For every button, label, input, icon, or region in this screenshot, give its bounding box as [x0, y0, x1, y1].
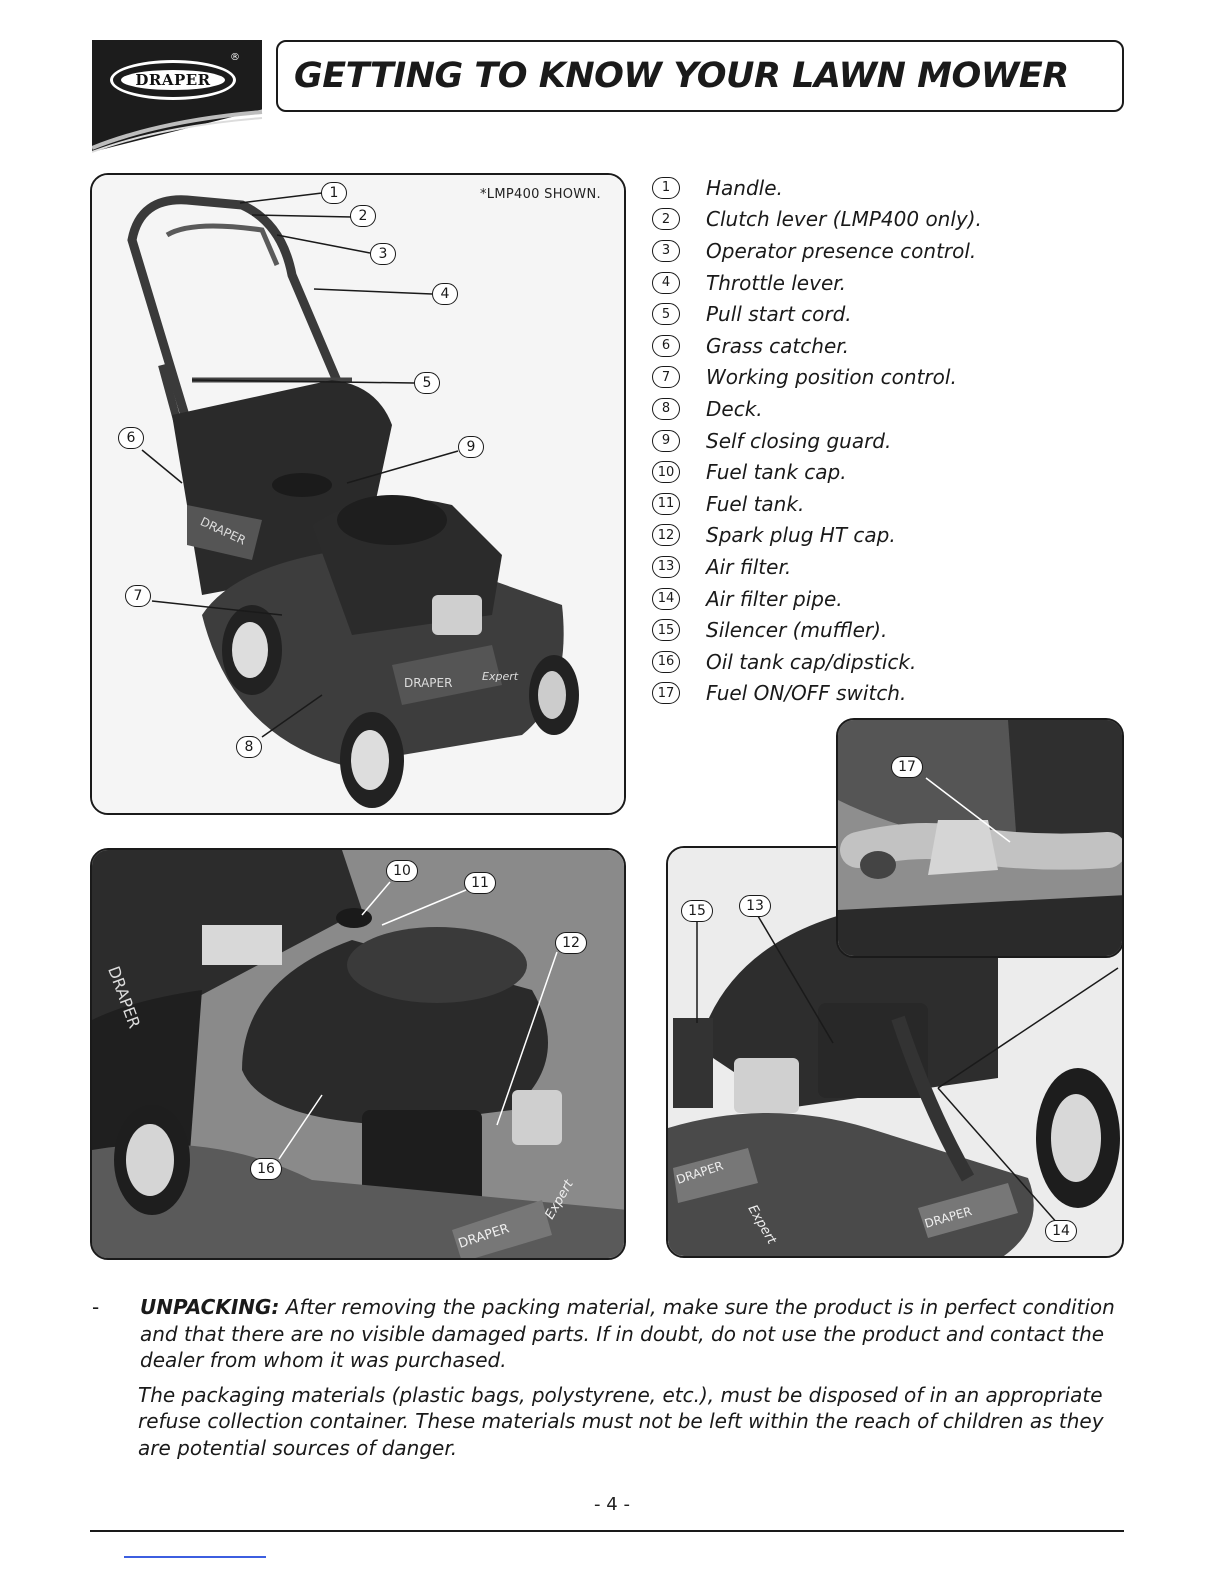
page-number: - 4 -	[594, 1494, 630, 1515]
logo-oval: DRAPER	[110, 60, 236, 100]
part-number: 12	[652, 524, 680, 547]
list-item: 14 Air filter pipe.	[652, 583, 1132, 615]
callout-1: 1	[321, 182, 347, 204]
page-title: GETTING TO KNOW YOUR LAWN MOWER	[294, 56, 1069, 96]
part-number: 7	[652, 366, 680, 389]
part-number: 6	[652, 334, 680, 357]
part-number: 11	[652, 492, 680, 515]
part-number: 4	[652, 271, 680, 294]
callout-10: 10	[386, 860, 418, 882]
list-item: 3 Operator presence control.	[652, 235, 1132, 267]
part-label: Operator presence control.	[706, 238, 977, 263]
callout-9: 9	[458, 436, 484, 458]
part-label: Silencer (muffler).	[706, 618, 888, 643]
unpacking-section: - UNPACKING: After removing the packing …	[92, 1294, 1122, 1461]
part-number: 5	[652, 303, 680, 326]
part-number: 2	[652, 208, 680, 231]
part-number: 8	[652, 397, 680, 420]
engine-photo: DRAPER DRAPER Expert 10 11 12 16	[90, 848, 626, 1260]
title-box: GETTING TO KNOW YOUR LAWN MOWER	[276, 40, 1124, 112]
part-label: Fuel tank cap.	[706, 460, 847, 485]
part-label: Pull start cord.	[706, 302, 852, 327]
unpacking-heading: UNPACKING:	[140, 1295, 280, 1319]
callout-6: 6	[118, 427, 144, 449]
engine-illustration: DRAPER DRAPER Expert	[92, 850, 624, 1258]
part-label: Air filter.	[706, 554, 792, 579]
list-item: 11 Fuel tank.	[652, 488, 1132, 520]
callout-15: 15	[681, 900, 713, 922]
callout-12: 12	[555, 932, 587, 954]
list-item: 15 Silencer (muffler).	[652, 614, 1132, 646]
list-item: 1 Handle.	[652, 172, 1132, 204]
list-item: 2 Clutch lever (LMP400 only).	[652, 204, 1132, 236]
part-number: 17	[652, 682, 680, 705]
callout-2: 2	[350, 205, 376, 227]
callout-4: 4	[432, 283, 458, 305]
part-label: Handle.	[706, 175, 783, 200]
part-label: Fuel tank.	[706, 491, 805, 516]
logo-brand-text: DRAPER	[121, 70, 225, 90]
callout-7: 7	[125, 585, 151, 607]
callout-13: 13	[739, 895, 771, 917]
callout-11: 11	[464, 872, 496, 894]
mower-illustration: DRAPER DRAPER Expert	[92, 175, 624, 813]
fuel-switch-inset-photo: 17	[836, 718, 1124, 958]
part-number: 13	[652, 555, 680, 578]
callout-16: 16	[250, 1158, 282, 1180]
list-item: 17 Fuel ON/OFF switch.	[652, 678, 1132, 710]
registered-mark: ®	[230, 52, 240, 63]
list-item: 16 Oil tank cap/dipstick.	[652, 646, 1132, 678]
part-label: Grass catcher.	[706, 333, 849, 358]
logo-swoosh	[92, 110, 263, 153]
footer-link-underline	[124, 1556, 266, 1558]
part-number: 16	[652, 650, 680, 673]
part-label: Throttle lever.	[706, 270, 846, 295]
callout-3: 3	[370, 243, 396, 265]
part-number: 1	[652, 176, 680, 199]
packaging-paragraph: The packaging materials (plastic bags, p…	[138, 1382, 1104, 1460]
list-item: 8 Deck.	[652, 393, 1132, 425]
callout-5: 5	[414, 372, 440, 394]
unpacking-paragraph: UNPACKING: After removing the packing ma…	[140, 1294, 1122, 1374]
mower-photo: DRAPER DRAPER Expert *LMP400 SHOWN. 1 2 …	[90, 173, 626, 815]
bullet: -	[92, 1295, 100, 1319]
list-item: 9 Self closing guard.	[652, 425, 1132, 457]
list-item: 13 Air filter.	[652, 551, 1132, 583]
deck-brand: DRAPER	[404, 676, 452, 690]
part-number: 15	[652, 619, 680, 642]
list-item: 7 Working position control.	[652, 362, 1132, 394]
list-item: 6 Grass catcher.	[652, 330, 1132, 362]
list-item: 10 Fuel tank cap.	[652, 456, 1132, 488]
part-label: Fuel ON/OFF switch.	[706, 681, 907, 706]
part-label: Air filter pipe.	[706, 586, 843, 611]
model-shown-note: *LMP400 SHOWN.	[480, 187, 601, 202]
list-item: 12 Spark plug HT cap.	[652, 520, 1132, 552]
part-number: 10	[652, 461, 680, 484]
part-label: Self closing guard.	[706, 428, 892, 453]
part-label: Clutch lever (LMP400 only).	[706, 207, 982, 232]
callout-17: 17	[891, 756, 923, 778]
part-number: 14	[652, 587, 680, 610]
part-number: 3	[652, 239, 680, 262]
part-label: Oil tank cap/dipstick.	[706, 649, 917, 674]
part-label: Working position control.	[706, 365, 957, 390]
list-item: 5 Pull start cord.	[652, 298, 1132, 330]
callout-8: 8	[236, 736, 262, 758]
list-item: 4 Throttle lever.	[652, 267, 1132, 299]
inset-illustration	[838, 720, 1122, 956]
callout-14: 14	[1045, 1220, 1077, 1242]
part-label: Spark plug HT cap.	[706, 523, 896, 548]
deck-model: Expert	[482, 670, 519, 683]
part-number: 9	[652, 429, 680, 452]
footer-rule	[90, 1530, 1124, 1532]
part-label: Deck.	[706, 396, 763, 421]
unpacking-text: After removing the packing material, mak…	[140, 1295, 1115, 1372]
